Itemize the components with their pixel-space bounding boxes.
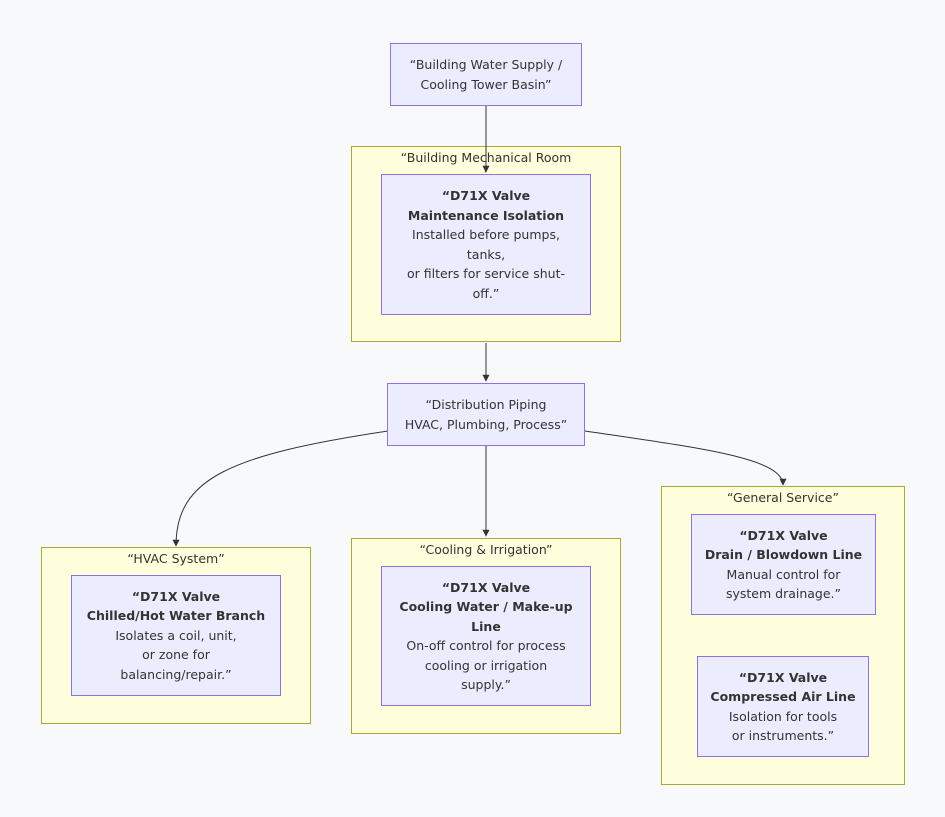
node-maintenance-isolation-valve: “D71X Valve Maintenance Isolation Instal… <box>381 174 591 315</box>
node-drain-title-1: “D71X Valve <box>739 527 828 543</box>
node-cooling-line-1: On-off control for process <box>406 638 566 653</box>
node-distribution-line-1: “Distribution Piping <box>425 397 547 412</box>
node-hvac-line-1: Isolates a coil, unit, <box>115 627 237 643</box>
cluster-label-cooling-irrigation: “Cooling & Irrigation” <box>419 542 553 557</box>
edge-distribution-to-general-service <box>584 430 787 486</box>
node-cooling-line-3: supply.” <box>461 677 511 692</box>
node-supply-line-1: “Building Water Supply / <box>409 57 563 72</box>
node-distribution-line-2: HVAC, Plumbing, Process” <box>404 416 568 432</box>
node-hvac-line-2: or zone for <box>142 647 210 663</box>
node-maintenance-line-1: Installed before pumps, <box>412 227 560 242</box>
cluster-label-sub-mechanical-room: / <box>484 165 488 174</box>
node-drain-line-1: Manual control for <box>726 566 841 582</box>
node-air-line-1: Isolation for tools <box>728 708 838 724</box>
node-building-water-supply: “Building Water Supply / Cooling Tower B… <box>390 43 582 106</box>
node-air-title-1: “D71X Valve <box>738 669 828 685</box>
node-hvac-title-1: “D71X Valve <box>131 588 221 604</box>
node-drain-blowdown-valve: “D71X Valve Drain / Blowdown Line Manual… <box>691 514 876 615</box>
node-cooling-water-valve: “D71X Valve Cooling Water / Make-up Line… <box>381 566 591 706</box>
node-hvac-line-3: balancing/repair.” <box>120 666 232 682</box>
node-cooling-title-2: Cooling Water / Make-up <box>399 599 573 614</box>
node-maintenance-line-3: or filters for service shut- <box>406 266 565 281</box>
node-air-line-2: or instruments.” <box>731 728 835 743</box>
node-cooling-title-3: Line <box>471 618 501 634</box>
node-drain-title-2: Drain / Blowdown Line <box>704 547 863 562</box>
node-distribution-piping: “Distribution Piping HVAC, Plumbing, Pro… <box>387 383 585 446</box>
node-hvac-title-2: Chilled/Hot Water Branch <box>86 608 266 624</box>
node-cooling-line-2: cooling or irrigation <box>424 657 548 673</box>
node-maintenance-line-4: off.” <box>472 285 500 301</box>
cluster-label-hvac-system: “HVAC System” <box>127 551 225 566</box>
node-maintenance-line-2: tanks, <box>466 246 506 262</box>
cluster-label-general-service: “General Service” <box>727 490 839 505</box>
edge-distribution-to-hvac-valve <box>172 430 389 547</box>
node-drain-line-2: system drainage.” <box>725 586 842 601</box>
node-chilled-hot-water-valve: “D71X Valve Chilled/Hot Water Branch Iso… <box>71 575 281 696</box>
node-maintenance-title-2: Maintenance Isolation <box>407 207 565 223</box>
node-cooling-title-1: “D71X Valve <box>441 579 531 595</box>
node-supply-line-2: Cooling Tower Basin” <box>420 76 552 92</box>
node-air-title-2: Compressed Air Line <box>710 689 856 704</box>
node-maintenance-title-1: “D71X Valve <box>441 188 531 203</box>
node-compressed-air-valve: “D71X Valve Compressed Air Line Isolatio… <box>697 656 869 757</box>
